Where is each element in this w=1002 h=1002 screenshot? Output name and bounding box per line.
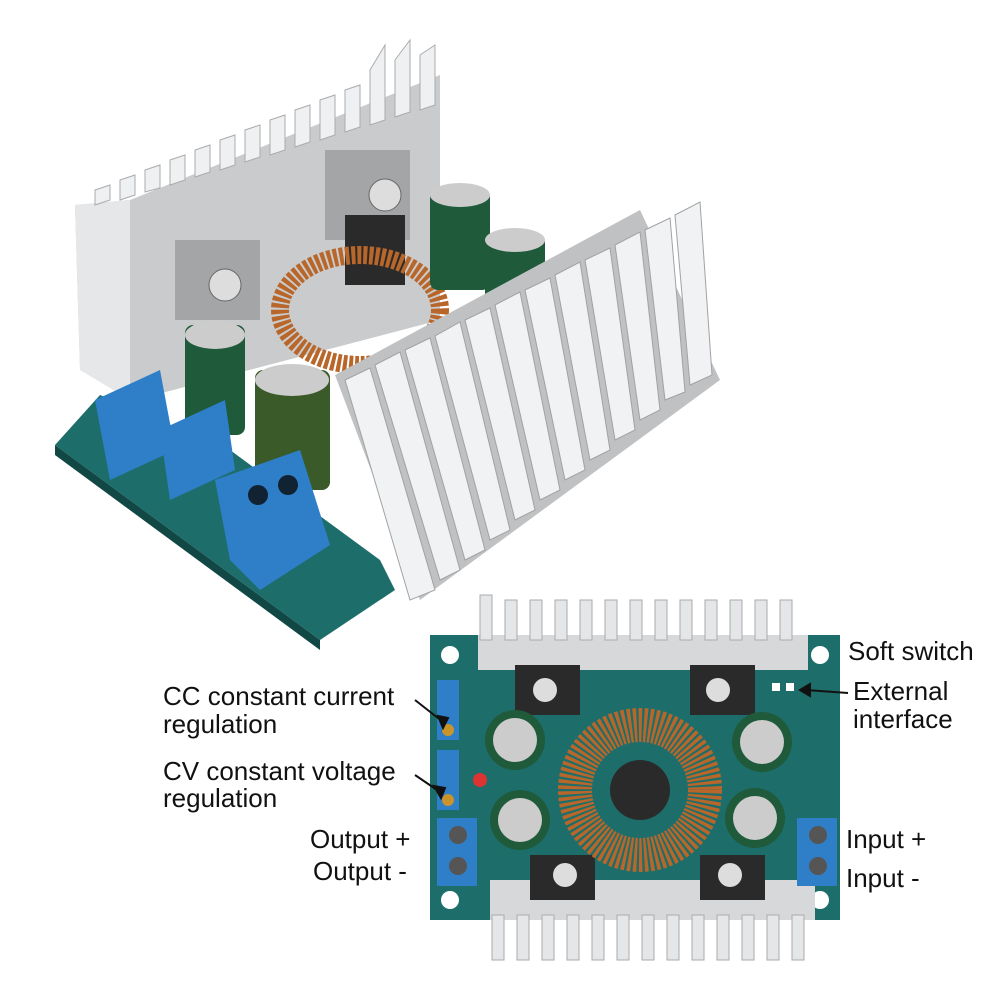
label-external-interface-line2: interface [853,704,953,734]
label-cv-line1: CV constant voltage [163,756,396,786]
label-input-plus: Input + [846,824,927,854]
label-soft-switch: Soft switch [848,636,974,666]
label-cc-line2: regulation [163,709,278,739]
label-output-minus: Output - [313,856,407,886]
board-angled-view [55,38,720,650]
label-cc-line1: CC constant current [163,681,395,711]
callout-lines [414,682,849,801]
label-external-interface-line1: External [853,676,949,706]
label-output-plus: Output + [310,824,411,854]
label-cv-line2: regulation [163,783,278,813]
label-input-minus: Input - [846,863,920,893]
board-top-view [430,594,840,961]
